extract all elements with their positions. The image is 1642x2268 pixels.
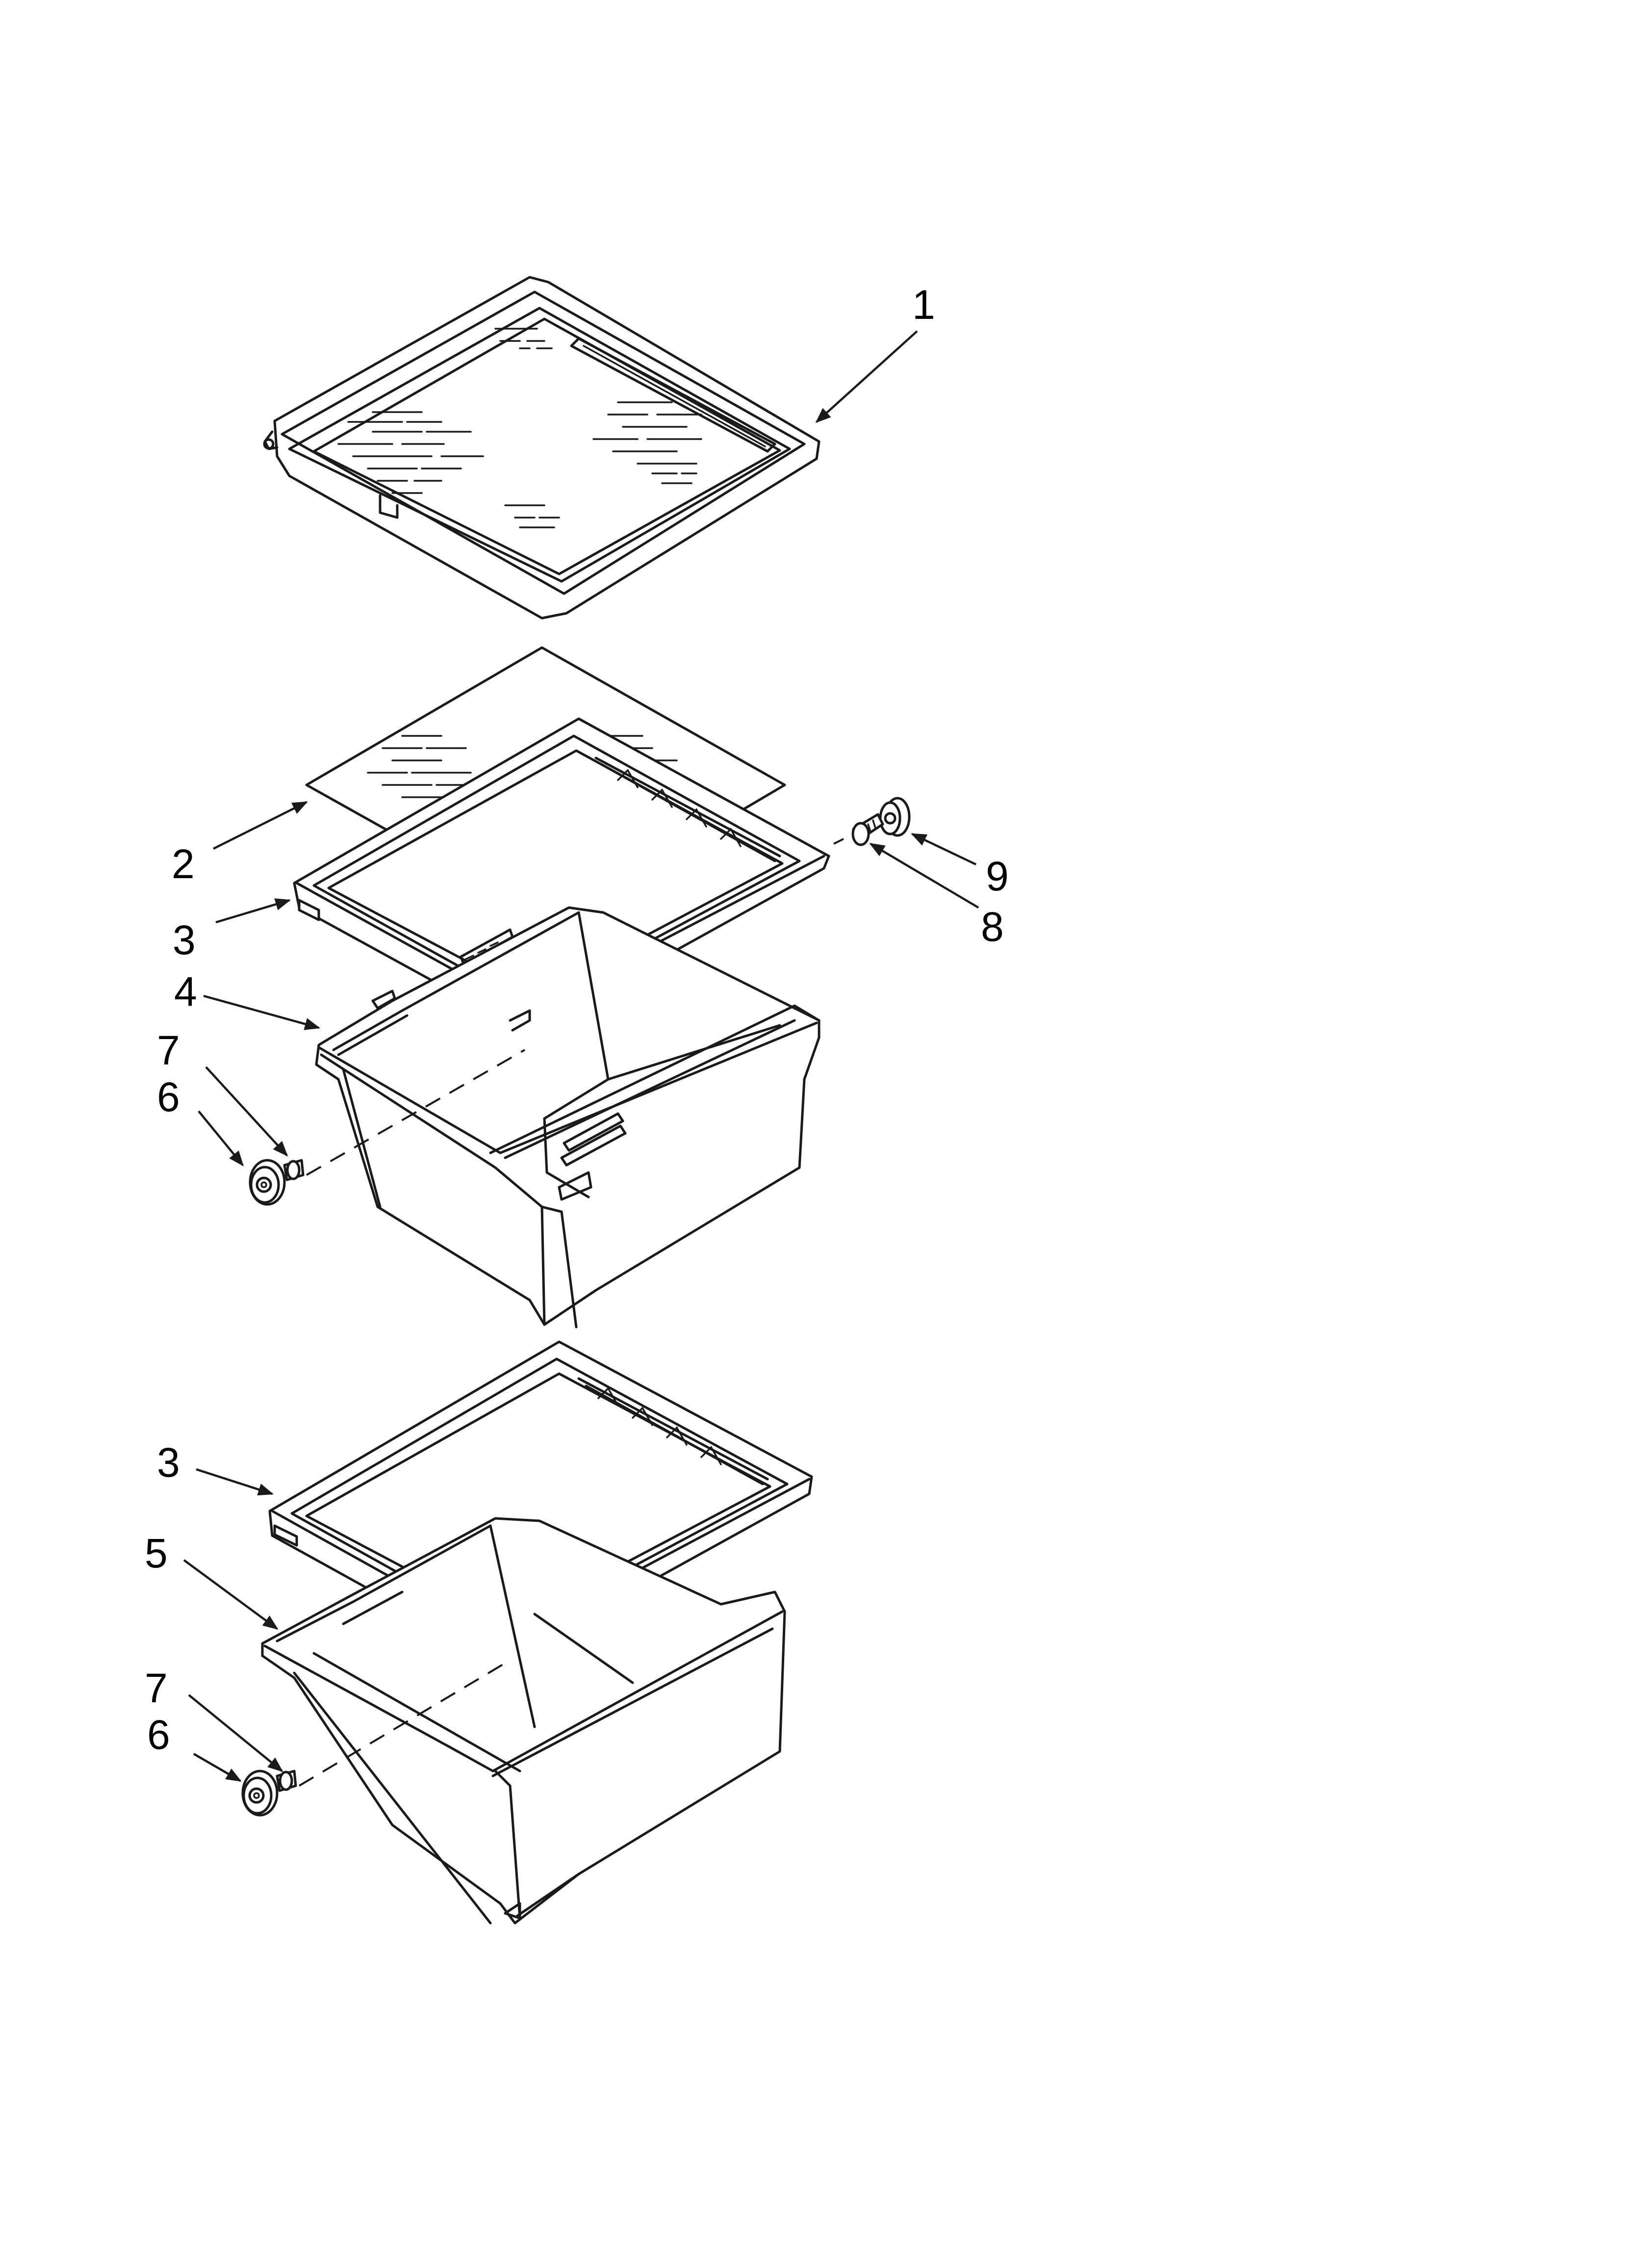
callout-8: 8 bbox=[981, 904, 1004, 950]
part-7-lower-screw bbox=[276, 1770, 297, 1792]
part-7-upper-screw bbox=[283, 1159, 305, 1181]
part-5-lower-crisper-drawer bbox=[261, 1517, 786, 1925]
part-8-screw bbox=[851, 813, 884, 846]
part-1-shelf-assembly bbox=[263, 276, 821, 620]
callout-6-upper: 6 bbox=[157, 1074, 180, 1120]
callout-2: 2 bbox=[172, 841, 195, 887]
part-6-upper-roller bbox=[249, 1159, 286, 1206]
callout-3-upper: 3 bbox=[173, 917, 196, 963]
assembly-centerlines bbox=[298, 838, 844, 1787]
callout-3-lower: 3 bbox=[157, 1439, 180, 1486]
callout-7-lower: 7 bbox=[145, 1665, 168, 1711]
callout-labels: 1 2 3 4 7 6 9 8 3 5 7 6 bbox=[145, 282, 1009, 1758]
callout-4: 4 bbox=[174, 968, 197, 1015]
callout-leaders bbox=[183, 330, 979, 1782]
part-9-roller bbox=[879, 797, 911, 837]
callout-1: 1 bbox=[912, 282, 935, 328]
callout-6-lower: 6 bbox=[147, 1712, 170, 1758]
callout-7-upper: 7 bbox=[157, 1027, 180, 1073]
callout-9: 9 bbox=[986, 853, 1009, 899]
part-6-lower-roller bbox=[241, 1770, 279, 1817]
callout-5: 5 bbox=[145, 1530, 168, 1576]
part-4-upper-crisper-drawer bbox=[315, 906, 821, 1329]
part-3-upper-cover-frame bbox=[293, 717, 830, 1034]
